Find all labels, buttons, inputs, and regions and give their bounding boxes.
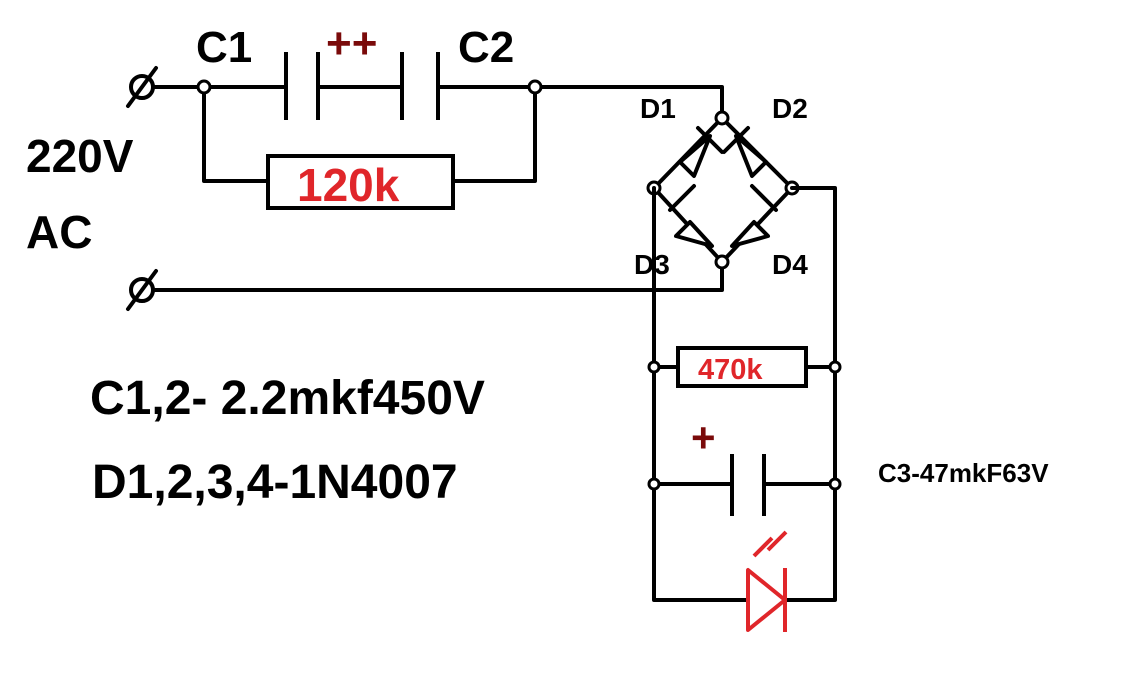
junction-node	[527, 79, 543, 95]
bridge-node-top	[714, 110, 730, 126]
wire-r1-left	[202, 85, 270, 183]
c2-label: C2	[458, 23, 514, 72]
bridge-node-bottom	[714, 254, 730, 270]
c3-plus-mark: +	[691, 414, 716, 461]
junction-node	[828, 477, 842, 491]
diode-d2	[720, 116, 794, 190]
resistor-120k	[266, 154, 455, 210]
wire-r1-right	[451, 85, 537, 183]
junction-node	[647, 477, 661, 491]
c-polarity-marks: ++	[326, 19, 377, 68]
diode-d1-label: D1	[640, 93, 676, 124]
junction-node	[828, 360, 842, 374]
capacitor-spec-note: C1,2- 2.2mkf450V	[90, 372, 485, 425]
wire-output-left	[652, 186, 750, 602]
wire-output-right	[783, 186, 837, 602]
diode-d1	[652, 116, 724, 190]
diode-d4-label: D4	[772, 249, 808, 280]
capacitor-c3	[730, 454, 766, 516]
diode-d4	[720, 184, 794, 264]
resistor-470k	[676, 346, 808, 388]
source-type: AC	[26, 206, 92, 258]
junction-node	[196, 79, 212, 95]
diode-d3-label: D3	[634, 249, 670, 280]
capacitor-c1	[284, 52, 320, 120]
diode-d3	[652, 184, 724, 264]
led	[746, 530, 788, 632]
diode-spec-note: D1,2,3,4-1N4007	[92, 456, 458, 509]
c3-label: C3-47mkF63V	[878, 458, 1049, 488]
source-voltage: 220V	[26, 130, 134, 182]
diode-d2-label: D2	[772, 93, 808, 124]
resistor-470k-value: 470k	[698, 354, 763, 386]
wire-to-bridge-top	[533, 85, 724, 120]
c1-label: C1	[196, 23, 252, 72]
junction-node	[647, 360, 661, 374]
wire-to-bridge-bottom	[151, 260, 724, 292]
capacitor-c2	[400, 52, 440, 120]
diode-bridge	[646, 110, 800, 270]
resistor-120k-value: 120k	[297, 159, 400, 211]
